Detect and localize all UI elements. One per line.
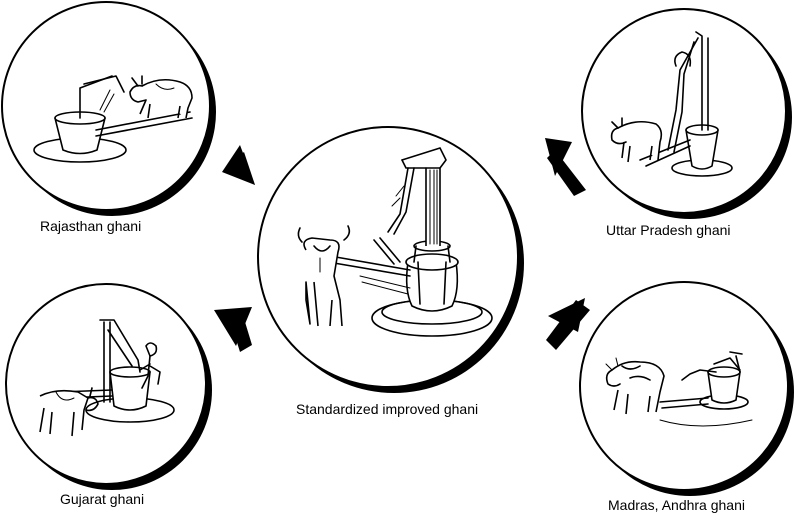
arrow-from-madras xyxy=(546,298,590,350)
label-gujarat-ghani: Gujarat ghani xyxy=(60,491,145,507)
gujarat-ghani-illustration xyxy=(40,320,174,436)
madras-andhra-ghani-illustration xyxy=(606,352,752,426)
label-madras-andhra-ghani: Madras, Andhra ghani xyxy=(608,497,745,513)
arrow-from-gujarat xyxy=(214,307,252,352)
standardized-ghani-illustration xyxy=(298,148,492,336)
circle-gujarat xyxy=(6,284,212,490)
label-uttar-pradesh-ghani: Uttar Pradesh ghani xyxy=(606,222,731,238)
arrow-from-rajasthan xyxy=(222,145,255,185)
circle-madras-andhra xyxy=(580,282,794,496)
circle-uttar-pradesh xyxy=(582,9,792,219)
label-rajasthan-ghani: Rajasthan ghani xyxy=(40,218,142,234)
uttar-pradesh-ghani-illustration xyxy=(612,32,732,176)
circle-rajasthan xyxy=(2,2,216,216)
rajasthan-ghani-illustration xyxy=(34,76,192,162)
label-standardized-ghani: Standardized improved ghani xyxy=(296,401,479,417)
arrow-from-uttar-pradesh xyxy=(545,138,586,196)
